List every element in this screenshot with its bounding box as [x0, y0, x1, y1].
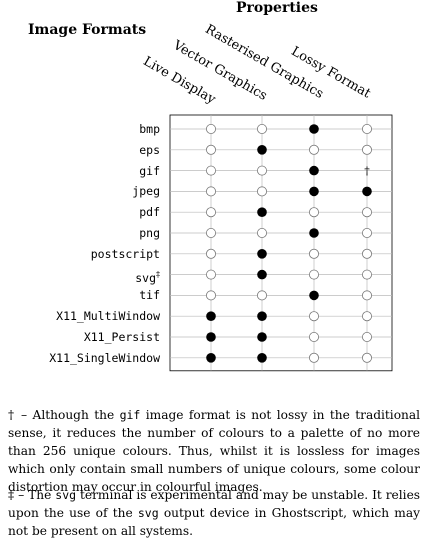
dagger-note-marker: † — [364, 165, 370, 178]
empty-marker — [205, 269, 216, 280]
format-name: X11_SingleWindow — [49, 350, 160, 365]
format-row-label: gif — [139, 164, 160, 178]
format-row-label: svg‡ — [135, 268, 160, 285]
empty-marker — [205, 248, 216, 259]
filled-marker — [257, 269, 267, 280]
footnote-code: gif — [119, 408, 141, 422]
footnote-code: svg — [137, 506, 159, 520]
format-row-label: bmp — [139, 122, 160, 136]
empty-marker — [361, 352, 372, 363]
filled-marker — [309, 290, 319, 301]
empty-marker — [308, 207, 319, 218]
empty-marker — [361, 144, 372, 155]
empty-marker — [256, 290, 267, 301]
filled-marker — [257, 145, 267, 155]
format-row-label: postscript — [91, 247, 160, 261]
format-row-label: jpeg — [132, 184, 160, 198]
empty-marker — [361, 124, 372, 135]
footnote-text: Although the — [32, 408, 115, 422]
format-name: eps — [139, 142, 160, 157]
format-name: X11_MultiWindow — [56, 309, 160, 324]
empty-marker — [308, 331, 319, 342]
image-formats-title: Image Formats — [28, 22, 147, 38]
footnote-code: svg — [55, 488, 77, 502]
footnote-mark: ‡ — [8, 488, 15, 502]
filled-marker — [257, 332, 267, 342]
filled-marker — [309, 165, 319, 176]
footnote-text: The — [28, 488, 52, 502]
footnote-text: image format is not lossy in the traditi… — [8, 408, 421, 494]
footnote-gif: † – Although the gif image format is not… — [8, 406, 420, 496]
empty-marker — [205, 165, 216, 176]
format-row-label: pdf — [139, 205, 160, 219]
empty-marker — [361, 248, 372, 259]
filled-marker — [257, 249, 267, 259]
format-name: svg — [135, 270, 156, 285]
empty-marker — [308, 269, 319, 280]
empty-marker — [361, 269, 372, 280]
filled-marker — [309, 228, 319, 238]
format-row-label: tif — [139, 288, 160, 302]
format-row-label: X11_Persist — [84, 330, 160, 344]
empty-marker — [205, 227, 216, 238]
format-row-label: X11_SingleWindow — [49, 351, 160, 365]
empty-marker — [205, 290, 216, 301]
format-row-label: eps — [139, 143, 160, 157]
empty-marker — [205, 144, 216, 155]
filled-marker — [206, 353, 216, 363]
format-name: postscript — [90, 246, 160, 261]
properties-title: Properties — [236, 0, 318, 16]
empty-marker — [205, 207, 216, 218]
format-footnote-mark: ‡ — [156, 269, 160, 279]
format-name: bmp — [139, 122, 160, 136]
format-row-label: X11_MultiWindow — [56, 309, 160, 323]
empty-marker — [361, 290, 372, 301]
filled-marker — [257, 207, 267, 217]
empty-marker — [308, 311, 319, 322]
footnote-svg: ‡ – The svg terminal is experimental and… — [8, 486, 420, 540]
empty-marker — [361, 311, 372, 322]
format-name: tif — [139, 288, 160, 303]
empty-marker — [205, 124, 216, 135]
filled-marker — [257, 353, 267, 363]
footnote-dash: – — [18, 488, 25, 502]
empty-marker — [205, 186, 216, 197]
filled-marker — [257, 311, 267, 322]
empty-marker — [256, 165, 267, 176]
empty-marker — [308, 144, 319, 155]
empty-marker — [256, 124, 267, 135]
empty-marker — [361, 207, 372, 218]
filled-marker — [309, 124, 319, 134]
empty-marker — [361, 227, 372, 238]
empty-marker — [256, 227, 267, 238]
empty-marker — [308, 248, 319, 259]
format-name: X11_Persist — [83, 330, 160, 344]
footnote-text: terminal is experimental and may be unst… — [8, 488, 421, 520]
footnote-mark: † — [8, 408, 16, 422]
format-name: pdf — [139, 205, 160, 220]
empty-marker — [256, 186, 267, 197]
filled-marker — [362, 186, 372, 197]
filled-marker — [206, 311, 216, 322]
filled-marker — [309, 186, 319, 197]
format-name: jpeg — [132, 184, 160, 199]
empty-marker — [308, 352, 319, 363]
empty-marker — [361, 331, 372, 342]
format-row-label: png — [139, 226, 160, 240]
filled-marker — [206, 332, 216, 342]
footnote-text: output device in Ghostscript, which may … — [8, 506, 420, 538]
format-name: png — [139, 226, 160, 240]
footnote-dash: – — [21, 408, 28, 422]
grid-frame — [169, 114, 393, 372]
format-name: gif — [139, 163, 160, 178]
